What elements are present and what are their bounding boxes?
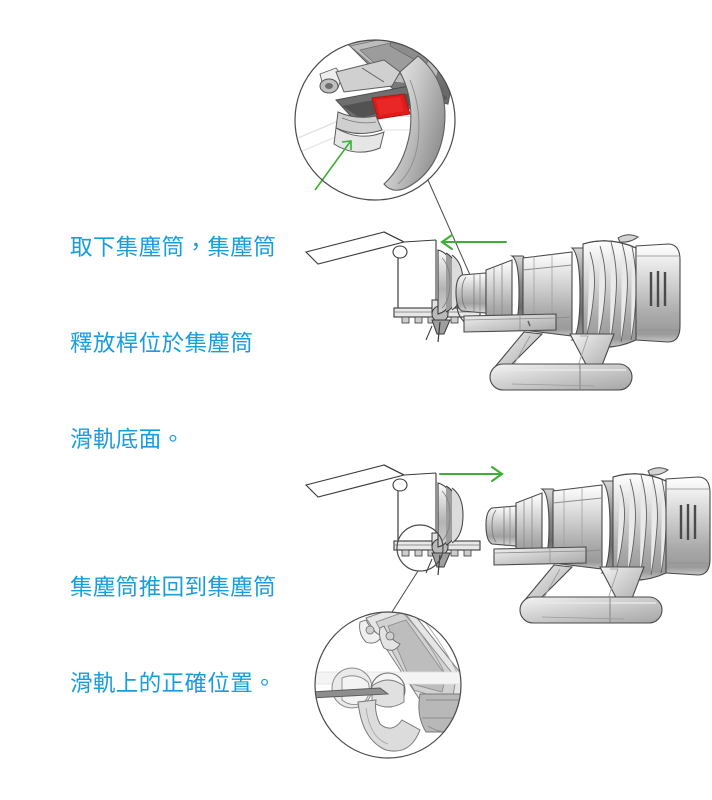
figure-remove-dust-bin bbox=[280, 20, 700, 391]
vacuum-main-body bbox=[485, 467, 711, 624]
instruction-line: 集塵筒推回到集塵筒 bbox=[70, 575, 277, 600]
instruction-line: 取下集塵筒，集塵筒 bbox=[70, 235, 277, 260]
instruction-line: 滑軌上的正確位置。 bbox=[70, 671, 277, 696]
cyclone-fins bbox=[586, 241, 637, 343]
callout-leader-line bbox=[391, 570, 419, 613]
motor-vent-slots bbox=[649, 271, 667, 307]
instruction-line: 釋放桿位於集塵筒 bbox=[70, 331, 254, 356]
instruction-text-refit: 集塵筒推回到集塵筒 滑軌上的正確位置。 bbox=[70, 508, 276, 764]
figure-refit-dust-bin bbox=[280, 450, 711, 780]
instruction-text-remove: 取下集塵筒，集塵筒 釋放桿位於集塵筒 滑軌底面。 bbox=[70, 168, 276, 520]
motor-vent-slots bbox=[679, 504, 697, 540]
power-mode-button bbox=[647, 467, 669, 476]
dust-bin-rear-cap bbox=[437, 482, 464, 548]
dust-bin-outline bbox=[304, 231, 481, 343]
magnify-marker-circle bbox=[396, 524, 444, 572]
refit-direction-arrow bbox=[438, 465, 504, 483]
detail-circle-border bbox=[314, 611, 462, 759]
battery-pack bbox=[519, 596, 663, 624]
instruction-line: 滑軌底面。 bbox=[70, 427, 185, 452]
battery-pack bbox=[489, 363, 633, 391]
vacuum-main-body bbox=[455, 234, 681, 391]
removal-direction-arrow bbox=[440, 233, 508, 251]
power-mode-button bbox=[617, 234, 639, 243]
release-lever-pointer-arrow bbox=[314, 140, 352, 191]
detail-circle-border bbox=[294, 39, 456, 201]
cyclone-fins bbox=[616, 474, 667, 576]
detail-callout-release-lever bbox=[294, 39, 456, 201]
dust-bin-outline bbox=[304, 464, 481, 576]
detail-callout-dust-bin-rail bbox=[314, 611, 462, 759]
